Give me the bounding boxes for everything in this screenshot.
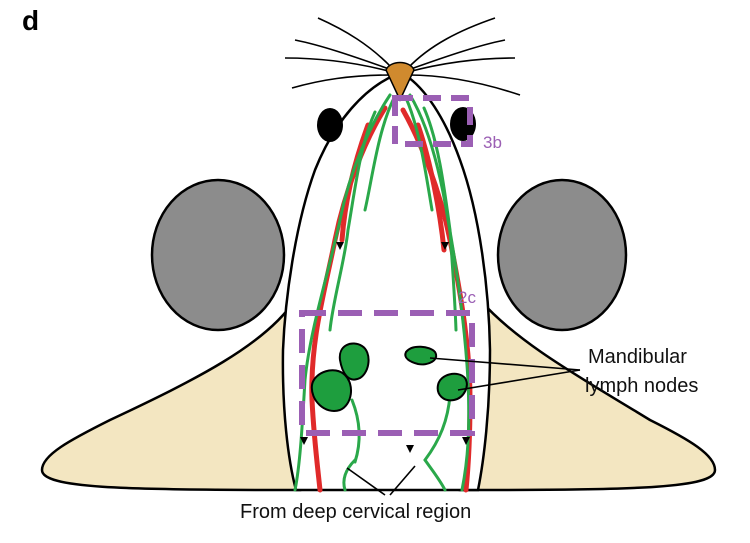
bottom-leader-lines [346, 465, 416, 496]
lymph-node [310, 369, 352, 412]
bottom-label: From deep cervical region [240, 501, 471, 523]
dashed-box-3b [392, 95, 473, 147]
lymph-nodes-label-line1: Mandibular [588, 346, 687, 368]
lymph-nodes-label-line2: lymph nodes [585, 375, 698, 397]
lymph-node [404, 345, 438, 366]
lymph-node [436, 372, 468, 402]
left-eye [317, 108, 343, 142]
whiskers [284, 17, 521, 96]
left-shoulder [40, 296, 302, 492]
panel-letter: d [22, 5, 39, 36]
right-shoulder [458, 297, 717, 492]
right-ear [496, 178, 628, 332]
nose [385, 61, 415, 102]
flow-arrowheads [300, 242, 470, 453]
box-label-2c: 2c [458, 288, 476, 307]
left-ear [150, 178, 286, 332]
dashed-box-2c [299, 310, 475, 436]
lymph-node-leader-lines [429, 357, 581, 391]
box-label-3b: 3b [483, 133, 502, 152]
lymph-nodes [310, 342, 468, 412]
